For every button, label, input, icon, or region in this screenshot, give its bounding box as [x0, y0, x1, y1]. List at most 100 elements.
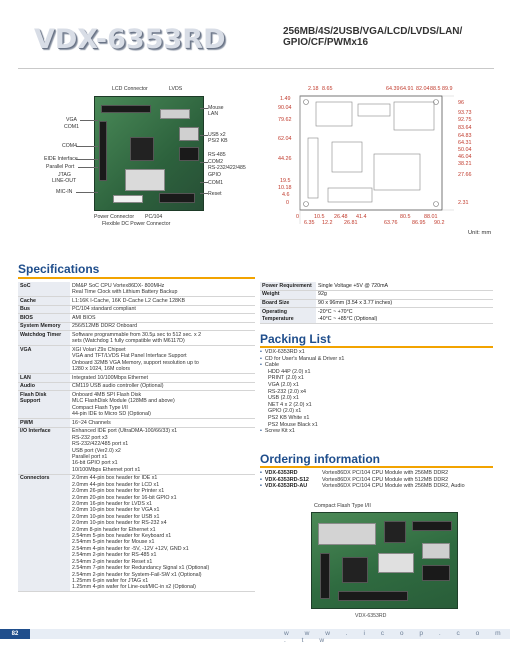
dim-left-6: 19.5 [280, 178, 291, 184]
callout-rs232: RS-232/422/485 [208, 165, 246, 171]
spec-value-line: 2.0mm 44-pin box header for LCD x1 [72, 481, 160, 488]
callout-pc104: PC/104 [145, 214, 163, 220]
spec-value-line: 2.54mm 5-pin box header for Keyboard x1 [72, 533, 172, 540]
spec-value: AMI BIOS [70, 313, 255, 323]
dim-right-10: 27.66 [458, 172, 472, 178]
spec-value-line: Onboard 32MB VGA Memory, support resolut… [72, 359, 199, 366]
spec-right-value-line: Single Voltage +5V @ 720mA [318, 282, 389, 289]
callout-flexible: Flexible DC Power Connector [102, 221, 171, 227]
spec-right-value-line: -40°C ~ +85°C (Optional) [318, 315, 378, 322]
callout-com1: COM1 [64, 124, 79, 130]
callout-reset: Reset [208, 191, 222, 197]
spec-value-line: MLC FlashDisk Module (128MB and above) [72, 398, 175, 405]
dim-bottom-2: 6.35 [304, 220, 315, 226]
spec-value-line: 2.0mm 20-pin box header for 16-bit GPIO … [72, 494, 177, 501]
spec-value-line: 1.25mm 6-pin wafer for JTAG x1 [72, 577, 149, 584]
spec-value-line: CM119 USB audio controller (Optional) [72, 383, 164, 390]
page-subtitle: 256MB/4S/2USB/VGA/LCD/LVDS/LAN/ GPIO/CF/… [283, 26, 463, 48]
dim-right-4: 83.64 [458, 125, 472, 131]
callout-eide: EIDE Interface [44, 156, 78, 162]
packing-rule [260, 346, 493, 348]
board-photo [94, 96, 204, 211]
dimension-outline [299, 95, 454, 224]
callout-lcd-connector: LCD Connector [112, 86, 148, 92]
spec-value-line: 2.0mm 10-pin box header for USB x1 [72, 513, 160, 520]
dimension-drawing: 1.49 90.04 79.62 62.04 44.26 19.5 10.18 … [276, 84, 496, 239]
spec-key: I/O Interface [18, 427, 70, 475]
dim-bottom-9: 80.5 [400, 214, 411, 220]
spec-right-key: Operating Temperature [260, 307, 316, 324]
spec-value-line: Onboard 4MB SPI Flash Disk [72, 391, 142, 398]
spec-value-line: 16-bit GPIO port x1 [72, 460, 118, 467]
dim-top-1: 2.18 [308, 86, 319, 92]
dim-left-2: 90.04 [278, 105, 292, 111]
product-photo-caption: VDX-6353RD [355, 613, 387, 619]
spec-value-line: 44-pin IDE to Micro SD (Optional) [72, 411, 151, 418]
page-title: VDX-6353RD [34, 24, 226, 55]
spec-key: PWM [18, 418, 70, 428]
product-photo [311, 512, 458, 609]
dim-right-2: 93.73 [458, 110, 472, 116]
spec-right-value-line: 92g [318, 291, 327, 298]
header-divider [18, 68, 494, 69]
spec-value-line: 2.0mm 26-pin box header for Printer x1 [72, 488, 165, 495]
spec-value-line: 2.54mm 4-pin header for -5V, -12V +12V, … [72, 545, 189, 552]
ordering-description: Vortex86DX PC/104 CPU Module with 256MB … [322, 483, 465, 490]
board-diagram: LCD Connector LVDS VGA COM1 COM4 EIDE In… [14, 84, 264, 244]
packing-item: PS2 KB White x1 [268, 414, 310, 421]
dim-right-8: 46.04 [458, 154, 472, 160]
spec-value-line: USB port (Ver2.0) x2 [72, 447, 121, 454]
packing-item: USB (2.0) x1 [268, 395, 299, 402]
dim-right-6: 64.31 [458, 140, 472, 146]
callout-lineout: LINE-OUT [52, 178, 77, 184]
dim-bottom-10: 86.95 [412, 220, 426, 226]
spec-right-value-line: 90 x 96mm (3.54 x 3.77 inches) [318, 300, 393, 307]
spec-right-key: Weight [260, 290, 316, 300]
spec-value-line: DM&P SoC CPU Vortex86DX- 800MHz [72, 282, 165, 289]
spec-right-key: Board Size [260, 299, 316, 309]
ordering-description: Vortex86DX PC/104 CPU Module with 256MB … [322, 470, 449, 476]
ordering-model: VDX-6353RD-S12 [260, 477, 322, 484]
dim-left-5: 44.26 [278, 156, 292, 162]
spec-value: Integrated 10/100Mbps Ethernet [70, 373, 255, 383]
dim-left-7: 10.18 [278, 185, 292, 191]
spec-value-line: 1.25mm 4-pin wafer for Line-out/MIC-in x… [72, 584, 196, 591]
spec-right-value: 92g [316, 290, 493, 300]
callout-lvds: LVDS [169, 86, 183, 92]
packing-item: PS2 Mouse Black x1 [268, 421, 318, 428]
callout-vga: VGA [66, 117, 77, 123]
dim-right-11: 2.31 [458, 200, 469, 206]
dim-unit: Unit: mm [468, 230, 492, 236]
spec-value-line: 2.54mm 2-pin header for RS-485 x1 [72, 552, 157, 559]
dim-bottom-11: 88.01 [424, 214, 438, 220]
spec-value-line: 10/100Mbps Ethernet port x1 [72, 466, 141, 473]
dim-bottom-7: 41.4 [356, 214, 367, 220]
footer-bar [0, 629, 510, 639]
ordering-model: VDX-6353RD-AU [260, 483, 322, 490]
spec-value-line: AMI BIOS [72, 314, 96, 321]
dim-top-3: 64.39 [386, 86, 400, 92]
spec-value-line: sets (Watchdog 1 fully compatible with M… [72, 338, 185, 345]
spec-key: VGA [18, 345, 70, 375]
spec-value: PC/104 standard compliant [70, 305, 255, 315]
dim-top-2: 8.65 [322, 86, 333, 92]
spec-value-line: Enhanced IDE port (UltraDMA-100/66/33) x… [72, 428, 178, 435]
ordering-heading: Ordering information [260, 452, 380, 466]
spec-value-line: 2.54mm 2-pin header for System-Fail-SW x… [72, 571, 202, 578]
callout-parallel: Parallel Port [46, 164, 75, 170]
spec-value: L1:16K I-Cache, 16K D-Cache L2 Cache 128… [70, 296, 255, 306]
spec-value-line: Parallel port x1 [72, 454, 108, 460]
spec-value-line: XGI Volari Z9s Chipset [72, 346, 126, 353]
spec-value-line: 2.0mm 8-pin header for Ethernet x1 [72, 526, 156, 533]
